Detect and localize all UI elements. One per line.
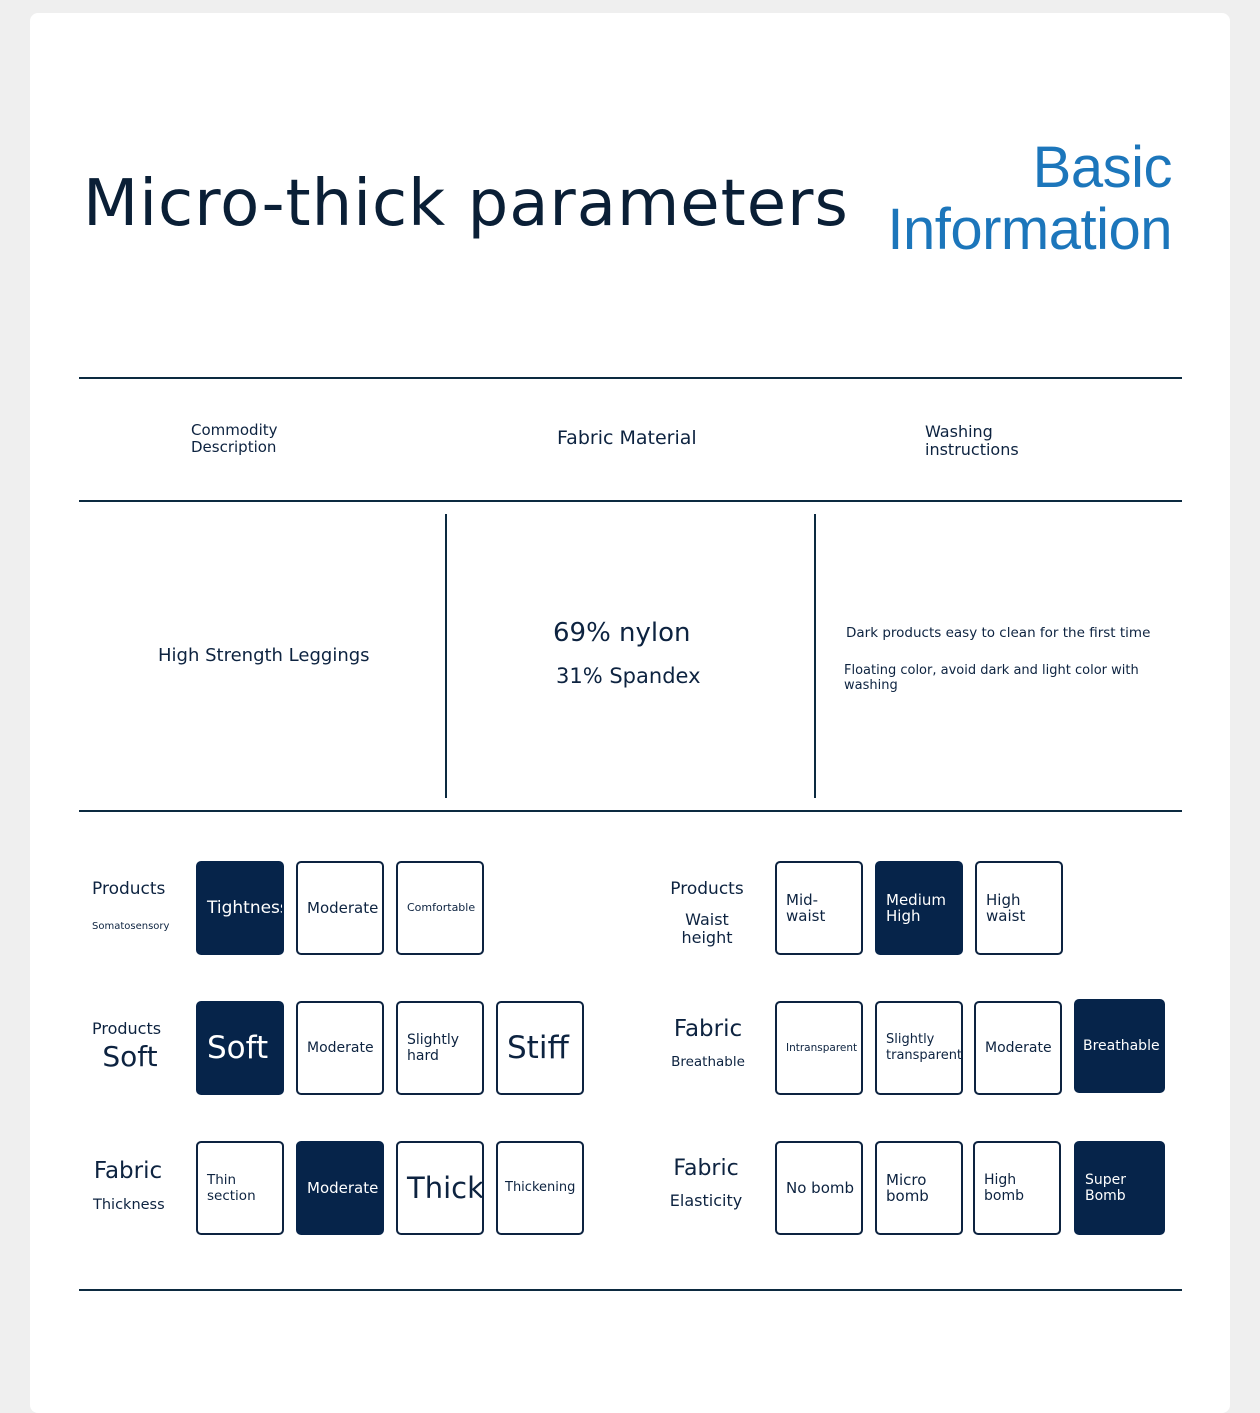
option-label: Micro bomb [886,1171,929,1205]
label-line: Somatosensory [92,921,170,932]
option-slightly-transparent[interactable]: Slightly transparent [875,1001,963,1095]
label-products-somatosensory: Products Somatosensory [92,879,169,933]
option-label: Slightly transparent [886,1032,963,1063]
option-micro-bomb[interactable]: Micro bomb [875,1141,963,1235]
label-line: Waist [685,910,729,929]
option-somatosensory-moderate[interactable]: Moderate [296,861,384,955]
option-label: Moderate [307,1179,379,1197]
divider-top [79,377,1182,379]
commodity-description-value: High Strength Leggings [158,645,370,666]
option-soft-moderate[interactable]: Moderate [296,1001,384,1095]
option-label: Intransparent [786,1042,858,1054]
label-fabric-thickness: Fabric Thickness [93,1156,165,1214]
divider-bottom [79,1289,1182,1291]
label-line: Thickness [93,1197,165,1213]
option-label: Thin section [207,1172,256,1204]
column-divider-1 [445,514,447,798]
label-line: Products [92,879,166,899]
option-label: Soft [207,1030,269,1066]
label-line: Products [670,879,744,899]
option-thin-section[interactable]: Thin section [196,1141,284,1235]
option-high-waist[interactable]: High waist [975,861,1063,955]
label-line: Soft [102,1040,158,1073]
label-line: Fabric [93,1158,163,1184]
label-line: Products [92,1019,162,1038]
column-divider-2 [814,514,816,798]
option-label: Breathable [1083,1038,1160,1054]
header-text: instructions [925,440,1019,459]
option-label: Moderate [307,899,379,917]
subtitle-line-2: Information [887,197,1172,262]
label-products-waist-height: Products Waist height [670,879,744,947]
washing-line-2: Floating color, avoid dark and light col… [844,663,1139,678]
option-super-bomb[interactable]: Super Bomb [1074,1141,1165,1235]
label-products-soft: Products Soft [92,1019,168,1073]
option-comfortable[interactable]: Comfortable [396,861,484,955]
option-label: Thickening [505,1180,576,1195]
option-label: No bomb [786,1179,854,1197]
option-high-bomb[interactable]: High bomb [973,1141,1061,1235]
header-commodity-description: Commodity Description [191,422,278,456]
label-line: Elasticity [669,1191,743,1210]
divider-middle [79,810,1182,812]
option-label: Tightness [207,898,284,918]
option-no-bomb[interactable]: No bomb [775,1141,863,1235]
option-label: Comfortable [407,901,476,914]
header-text: Washing [925,422,993,441]
option-thickening[interactable]: Thickening [496,1141,584,1235]
option-label: High waist [986,891,1026,925]
label-line: height [681,928,733,947]
label-fabric-elasticity: Fabric Elasticity [668,1154,744,1210]
option-label: High bomb [984,1172,1024,1204]
option-label: Stiff [507,1030,569,1066]
option-thickness-moderate[interactable]: Moderate [296,1141,384,1235]
option-label: Medium High [886,891,946,925]
page-title: Micro-thick parameters [83,167,849,241]
option-thick[interactable]: Thick [396,1141,484,1235]
option-breathable-moderate[interactable]: Moderate [974,1001,1062,1095]
option-breathable[interactable]: Breathable [1074,999,1165,1093]
header-text: Commodity [191,421,278,439]
label-line: Breathable [671,1054,745,1070]
material-spandex: 31% Spandex [556,664,701,688]
option-tightness[interactable]: Tightness [196,861,284,955]
option-slightly-hard[interactable]: Slightly hard [396,1001,484,1095]
option-stiff[interactable]: Stiff [496,1001,584,1095]
option-intransparent[interactable]: Intransparent [775,1001,863,1095]
option-label: Moderate [307,1040,374,1056]
header-fabric-material: Fabric Material [557,427,697,449]
page-subtitle: Basic Information [887,137,1172,261]
option-label: Mid-waist [786,891,826,925]
header-text: Description [191,438,277,456]
label-line: Fabric [673,1156,739,1181]
option-medium-high[interactable]: Medium High [875,861,963,955]
option-label: Slightly hard [407,1032,460,1064]
label-line: Fabric [673,1016,743,1042]
divider-header [79,500,1182,502]
option-soft[interactable]: Soft [196,1001,284,1095]
header-text: Fabric Material [557,427,697,449]
option-label: Thick [407,1171,484,1205]
washing-line-3: washing [844,678,898,693]
option-label: Moderate [985,1040,1052,1056]
option-label: Super Bomb [1085,1172,1127,1204]
washing-line-1: Dark products easy to clean for the firs… [846,625,1151,641]
option-mid-waist[interactable]: Mid-waist [775,861,863,955]
material-nylon: 69% nylon [553,618,691,648]
label-fabric-breathable: Fabric Breathable [670,1014,746,1070]
header-washing-instructions: Washing instructions [925,423,1019,459]
subtitle-line-1: Basic [1032,135,1173,200]
